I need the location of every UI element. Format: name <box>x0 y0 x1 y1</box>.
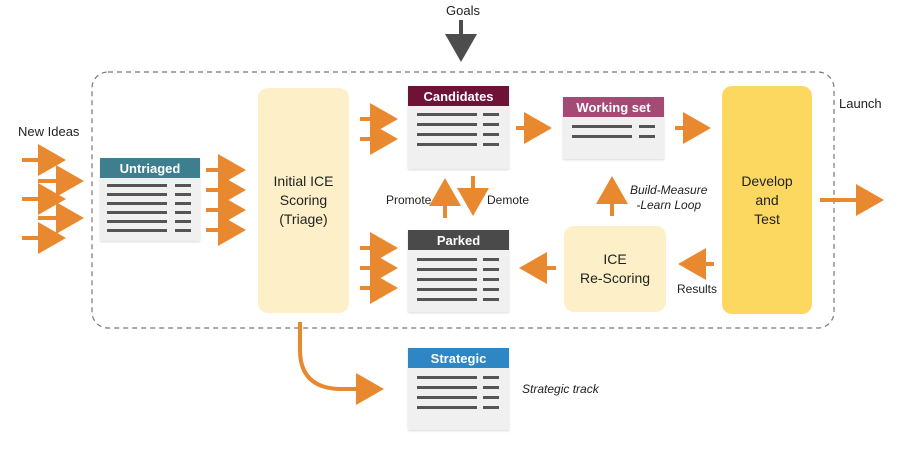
parked-list: Parked <box>408 230 509 312</box>
new-ideas-label: New Ideas <box>18 124 80 139</box>
strategic-list-title: Strategic <box>430 350 487 366</box>
build-measure-learn-label: Build-Measure -Learn Loop <box>630 183 708 212</box>
strategic-list-header: Strategic <box>408 348 509 368</box>
triage-to-candidates-arrows <box>360 103 398 155</box>
triage-to-parked-arrows <box>360 232 398 304</box>
develop-test-stage: Develop and Test <box>722 86 812 314</box>
working-set-list: Working set <box>563 97 664 159</box>
demote-label: Demote <box>487 193 530 207</box>
parked-list-title: Parked <box>436 232 481 248</box>
strategic-track-label: Strategic track <box>522 382 599 396</box>
untriaged-list-header: Untriaged <box>100 158 200 178</box>
strategic-list: Strategic <box>408 348 509 430</box>
working-set-list-header: Working set <box>563 97 664 117</box>
untriaged-list: Untriaged <box>100 158 200 241</box>
promote-label: Promote <box>386 193 432 207</box>
launch-label: Launch <box>839 96 882 111</box>
rescoring-stage: ICE Re-Scoring <box>564 226 666 312</box>
untriaged-list-title: Untriaged <box>119 160 181 176</box>
strategic-track-arrow <box>298 322 384 405</box>
rescoring-stage-label: ICE Re-Scoring <box>579 251 651 286</box>
candidates-list-title: Candidates <box>423 88 494 104</box>
triage-stage: Initial ICE Scoring (Triage) <box>258 88 349 313</box>
candidates-list-header: Candidates <box>408 86 509 106</box>
working-set-list-title: Working set <box>576 99 651 115</box>
parked-list-header: Parked <box>408 230 509 250</box>
develop-test-stage-label: Develop and Test <box>741 172 793 227</box>
triage-stage-label: Initial ICE Scoring (Triage) <box>273 173 334 227</box>
candidates-list: Candidates <box>408 86 509 169</box>
goals-label: Goals <box>446 3 480 18</box>
new-ideas-arrows <box>22 144 84 254</box>
untriaged-to-triage-arrows <box>206 154 246 246</box>
results-label: Results <box>677 282 718 296</box>
